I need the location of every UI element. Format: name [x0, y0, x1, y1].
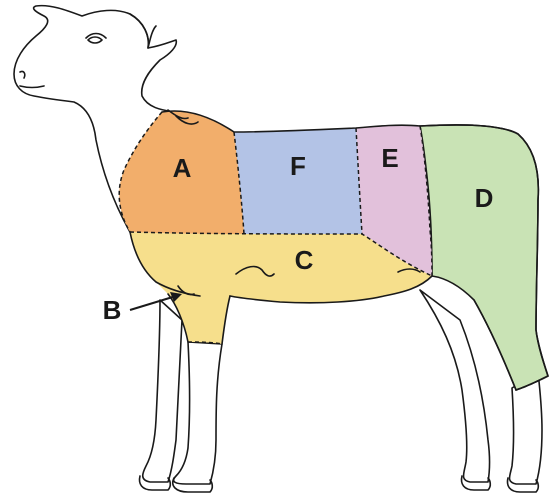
hoof-near-front [173, 478, 213, 492]
region-F [234, 128, 362, 234]
region-D [420, 125, 548, 390]
far-front-leg [143, 300, 182, 482]
label-B: B [103, 295, 122, 325]
nostril [20, 71, 25, 78]
far-hind-leg [420, 290, 490, 482]
label-F: F [290, 151, 306, 181]
mouth [20, 86, 44, 88]
label-C: C [295, 245, 314, 275]
label-D: D [475, 183, 494, 213]
hoof-far-hind [462, 476, 491, 490]
label-A: A [173, 153, 192, 183]
label-E: E [381, 143, 398, 173]
near-front-leg [174, 342, 222, 484]
near-hind-leg [510, 372, 543, 484]
hoof-near-hind [508, 478, 539, 492]
ear [130, 14, 156, 48]
eye [88, 37, 102, 43]
